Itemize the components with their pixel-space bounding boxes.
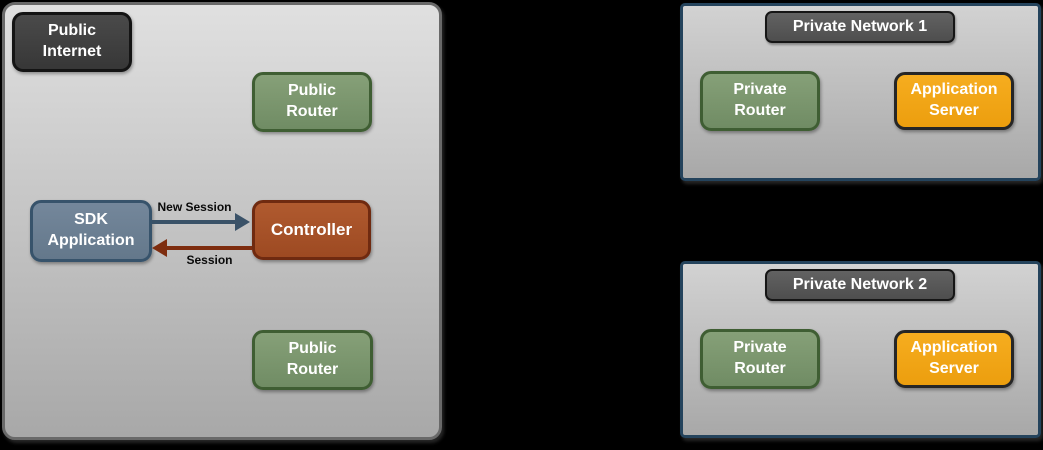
controller-node: Controller xyxy=(252,200,371,260)
public-router-bottom-node: Public Router xyxy=(252,330,373,390)
sdk-application-node: SDK Application xyxy=(30,200,152,262)
new-session-arrowhead-icon xyxy=(235,213,250,231)
private-router-2-node: Private Router xyxy=(700,329,820,389)
application-server-2-node: Application Server xyxy=(894,330,1014,388)
new-session-arrow-label: New Session xyxy=(157,200,232,214)
public-internet-label: Public Internet xyxy=(12,12,132,72)
session-arrowhead-icon xyxy=(152,239,167,257)
private-network-2-zone: Private Network 2 Private Router Applica… xyxy=(680,261,1041,438)
public-router-top-node: Public Router xyxy=(252,72,372,132)
new-session-arrow-line xyxy=(152,220,235,224)
session-arrow-line xyxy=(167,246,252,250)
private-network-2-title: Private Network 2 xyxy=(765,269,955,301)
application-server-1-node: Application Server xyxy=(894,72,1014,130)
private-network-1-zone: Private Network 1 Private Router Applica… xyxy=(680,3,1041,181)
public-internet-zone: Public Internet Public Router SDK Applic… xyxy=(2,2,442,440)
session-arrow-label: Session xyxy=(186,253,233,267)
private-network-1-title: Private Network 1 xyxy=(765,11,955,43)
private-router-1-node: Private Router xyxy=(700,71,820,131)
